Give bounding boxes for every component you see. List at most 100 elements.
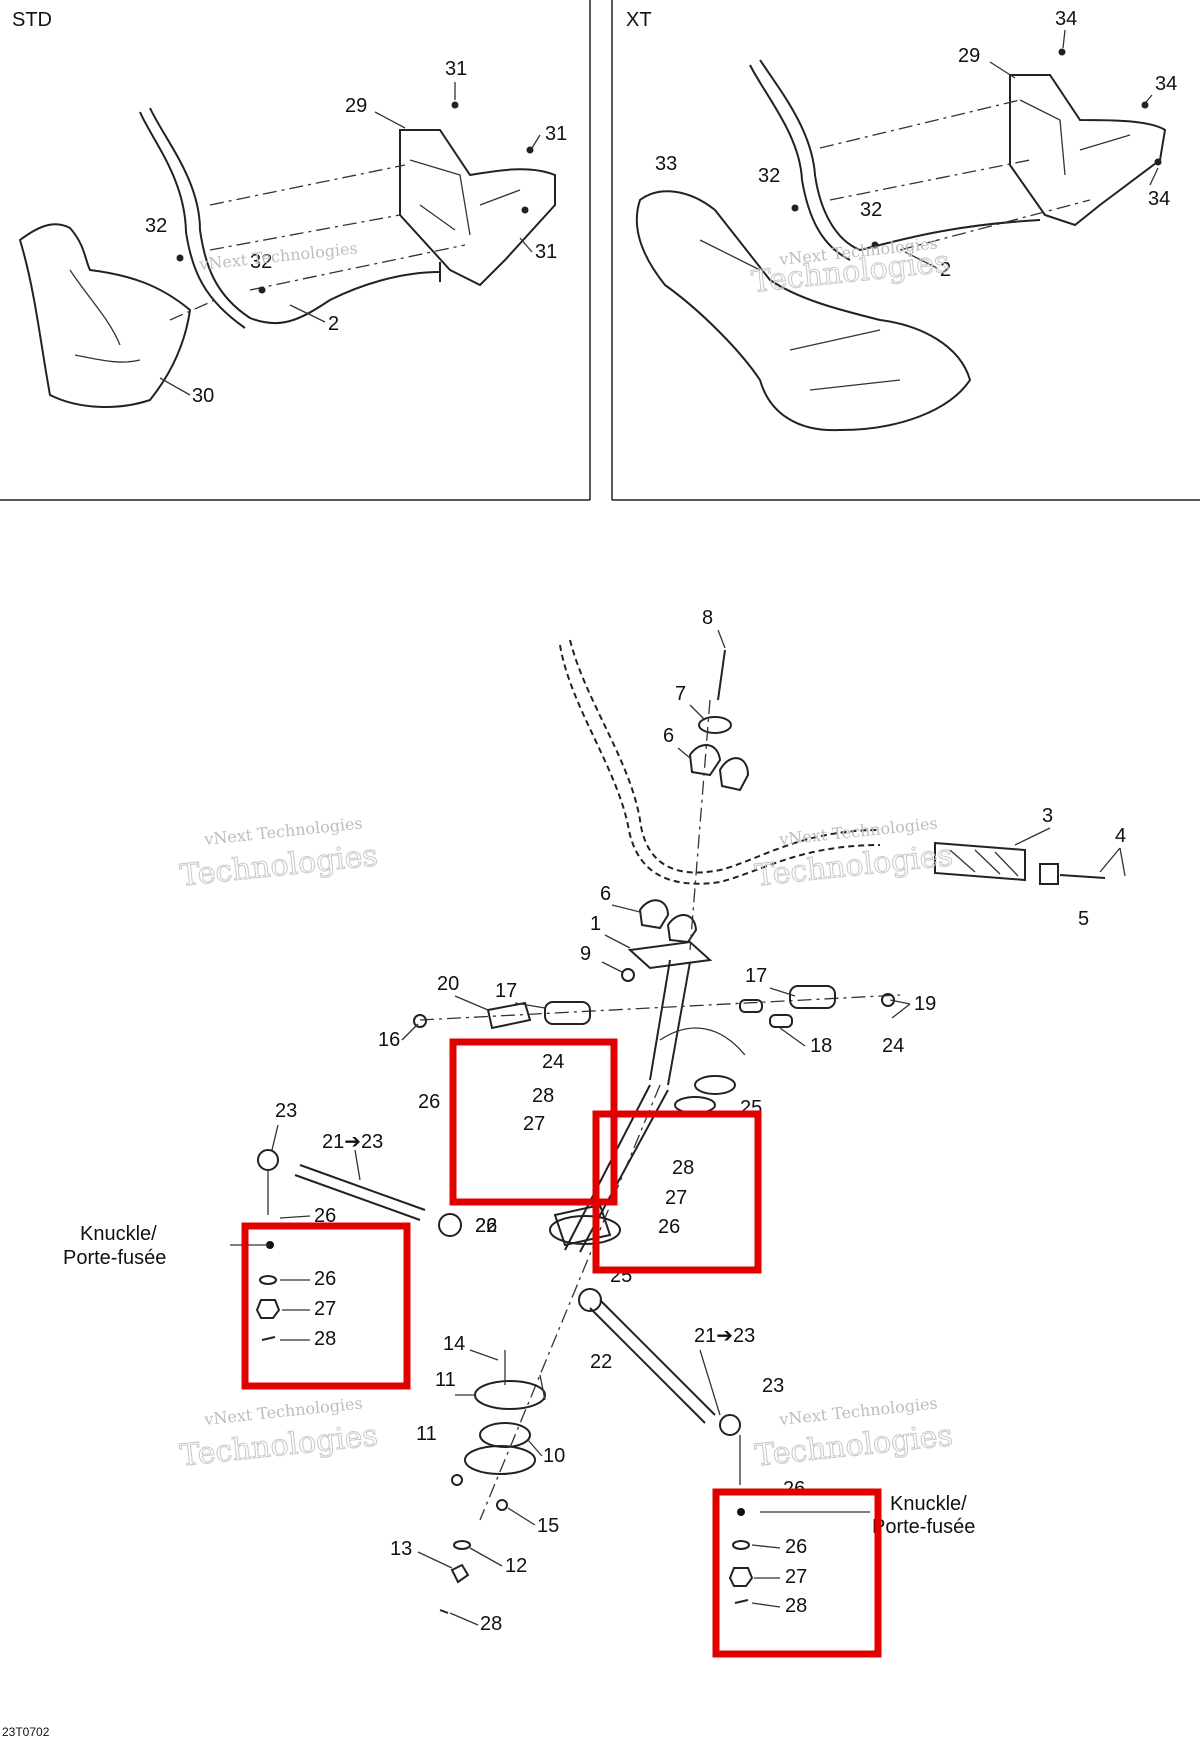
std-handlebar — [149, 107, 441, 325]
callout: 27 — [665, 1187, 687, 1209]
callout: 17 — [745, 965, 767, 987]
std-callout: 32 — [145, 215, 167, 237]
washer-25 — [694, 1075, 736, 1095]
xt-handlebar — [759, 59, 1041, 252]
callout: 27 — [314, 1298, 336, 1320]
std-callout: 30 — [192, 385, 214, 407]
highlight-box — [592, 1110, 762, 1274]
callout: 26 — [314, 1205, 336, 1227]
highlight-box — [449, 1038, 618, 1206]
xt-callout: 29 — [958, 45, 980, 67]
highlight-box — [712, 1488, 882, 1658]
main-handlebar — [569, 639, 881, 874]
callout: 26 — [658, 1216, 680, 1238]
xt-callout: 34 — [1148, 188, 1170, 210]
callout: 19 — [914, 993, 936, 1015]
xt-callout: 33 — [655, 153, 677, 175]
bolt-8 — [717, 649, 726, 701]
std-callout: 31 — [545, 123, 567, 145]
steering-callouts: 8 7 6 3 4 5 6 1 9 20 17 17 19 16 24 18 2… — [271, 607, 1126, 1635]
knuckle-label-left: Knuckle/ Porte-fusée — [63, 1223, 166, 1269]
std-callout: 29 — [345, 95, 367, 117]
callout: 6 — [600, 883, 611, 905]
callout: 24 — [542, 1051, 564, 1073]
tie-rod-left — [299, 1164, 426, 1211]
callout: 3 — [1042, 805, 1053, 827]
std-assembly-drawing — [18, 101, 556, 408]
callout: 13 — [390, 1538, 412, 1560]
std-callout: 32 — [250, 251, 272, 273]
std-callout: 31 — [445, 58, 467, 80]
callout: 28 — [314, 1328, 336, 1350]
std-panel-title: STD — [12, 9, 52, 31]
callout: 7 — [675, 683, 686, 705]
callout: 28 — [480, 1613, 502, 1635]
grip-3 — [934, 841, 1026, 882]
clamp-6-lower — [638, 899, 670, 930]
std-bracket-29 — [399, 129, 556, 287]
xt-panel: XT — [611, 0, 1200, 501]
xt-callout: 2 — [940, 259, 951, 281]
callout: 26 — [314, 1268, 336, 1290]
std-callout: 31 — [535, 241, 557, 263]
callout: 16 — [378, 1029, 400, 1051]
callout: 23 — [275, 1100, 297, 1122]
bar-end-4 — [1039, 863, 1059, 885]
callout: 10 — [543, 1445, 565, 1467]
callout: 27 — [523, 1113, 545, 1135]
std-callouts: 31 29 31 32 31 32 2 30 — [145, 58, 567, 407]
callout: 5 — [1078, 908, 1089, 930]
bushing-17-right — [789, 985, 836, 1009]
std-panel: STD — [0, 0, 591, 501]
xt-handguard-33 — [635, 190, 972, 432]
tie-rod-right — [599, 1299, 716, 1416]
callout: 8 — [702, 607, 713, 629]
nut-13 — [450, 1563, 470, 1584]
callout: 12 — [505, 1555, 527, 1577]
callout: 20 — [437, 973, 459, 995]
callout: 4 — [1115, 825, 1126, 847]
steering-column-1 — [649, 959, 691, 1086]
knuckle-label-line1: Knuckle/ — [80, 1223, 157, 1245]
knuckle-label-right: Knuckle/ Porte-fusée — [872, 1493, 975, 1538]
bushing-17-left — [544, 1001, 591, 1025]
xt-callout: 34 — [1055, 8, 1077, 30]
callout: 11 — [435, 1369, 456, 1391]
watermarks: vNext Technologies Technologies vNext Te… — [178, 233, 955, 1474]
xt-assembly-drawing — [635, 48, 1167, 432]
callout: 28 — [785, 1595, 807, 1617]
xt-bracket-29 — [1009, 74, 1167, 227]
callout: 18 — [810, 1035, 832, 1057]
xt-callout: 32 — [860, 199, 882, 221]
callout: 26 — [475, 1215, 497, 1237]
callout: 23 — [762, 1375, 784, 1397]
highlight-boxes — [241, 1038, 882, 1658]
knuckle-label-line1: Knuckle/ — [890, 1493, 967, 1515]
xt-callout: 32 — [758, 165, 780, 187]
callout: 9 — [580, 943, 591, 965]
knuckle-label-line2: Porte-fusée — [872, 1516, 975, 1538]
figure-code: 23T0702 — [2, 1725, 50, 1739]
callout: 26 — [418, 1091, 440, 1113]
clamp-6-upper — [688, 744, 722, 777]
callout: 17 — [495, 980, 517, 1002]
washer-7 — [698, 716, 732, 734]
steering-assembly-drawing — [230, 639, 1106, 1614]
callout: 28 — [672, 1157, 694, 1179]
callout: 6 — [663, 725, 674, 747]
callout: 11 — [416, 1423, 437, 1445]
callout: 22 — [590, 1351, 612, 1373]
xt-callout: 34 — [1155, 73, 1177, 95]
watermark-text: vNext Technologies — [197, 238, 358, 274]
std-handguard-30 — [18, 223, 192, 408]
xt-panel-title: XT — [626, 9, 652, 31]
callout: 21➔23 — [322, 1131, 383, 1153]
xt-callouts: 34 29 34 33 32 32 2 34 — [655, 8, 1177, 281]
callout: 15 — [537, 1515, 559, 1537]
callout: 24 — [882, 1035, 904, 1057]
knuckle-label-line2: Porte-fusée — [63, 1247, 166, 1269]
plate-20 — [486, 1001, 532, 1030]
nut-9 — [621, 968, 635, 982]
callout: 14 — [443, 1333, 465, 1355]
callout: 1 — [590, 913, 601, 935]
